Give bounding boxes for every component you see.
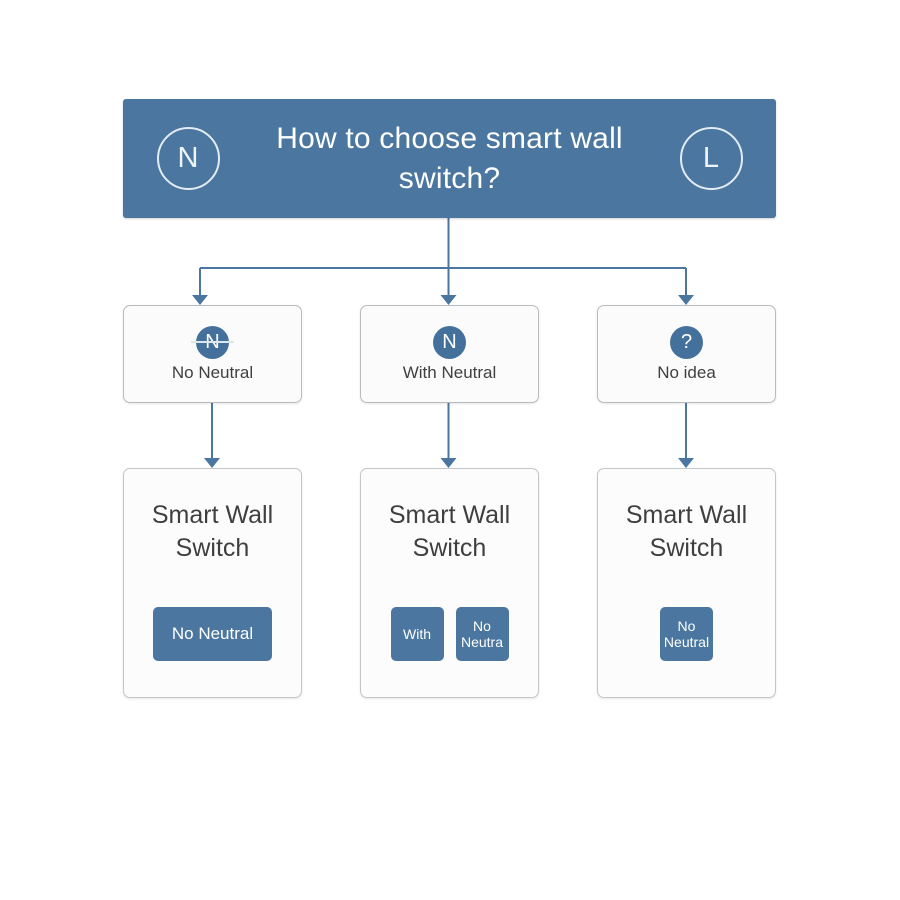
product-card-with-neutral[interactable]: Smart Wall Switch With No Neutra [360, 468, 539, 698]
product-chip-row: With No Neutra [390, 607, 509, 661]
no-neutral-badge-icon: N [191, 325, 234, 359]
option-label-with-neutral: With Neutral [402, 362, 497, 382]
arrowhead-col3-bottom [678, 458, 694, 468]
option-card-with-neutral[interactable]: N With Neutral [360, 305, 539, 403]
option-label-no-idea: No idea [657, 362, 716, 382]
product-title: Smart Wall Switch [625, 501, 748, 562]
option-card-no-neutral[interactable]: N No Neutral [123, 305, 302, 403]
live-wire-ring-icon: L [679, 127, 743, 190]
with-neutral-badge-icon: N [433, 325, 466, 359]
neutral-wire-ring-glyph: N [177, 142, 199, 174]
question-badge-glyph: ? [680, 330, 693, 353]
product-chip-no-neutral[interactable]: No Neutral [153, 607, 272, 661]
product-card-no-neutral[interactable]: Smart Wall Switch No Neutral [123, 468, 302, 698]
product-chip-no-neutral[interactable]: No Neutra [455, 607, 509, 661]
product-title: Smart Wall Switch [388, 501, 511, 562]
with-neutral-badge-glyph: N [442, 330, 457, 353]
option-card-no-idea[interactable]: ? No idea [597, 305, 776, 403]
arrowhead-col1-bottom [204, 458, 220, 468]
product-chip-no-neutral[interactable]: No Neutral [660, 607, 713, 661]
product-chip-row: No Neutral [660, 607, 713, 661]
header-banner: N How to choose smart wall switch? L [123, 99, 776, 218]
arrowhead-right-top [678, 295, 694, 305]
product-card-no-idea[interactable]: Smart Wall Switch No Neutral [597, 468, 776, 698]
page-title: How to choose smart wall switch? [276, 121, 623, 195]
product-chip-row: No Neutral [153, 607, 272, 661]
neutral-wire-ring-icon: N [156, 127, 220, 190]
question-badge-icon: ? [670, 325, 703, 359]
arrowhead-left-top [192, 295, 208, 305]
arrowhead-middle-top [440, 295, 457, 305]
strikethrough-line [191, 341, 234, 343]
product-chip-with[interactable]: With [390, 607, 444, 661]
product-title: Smart Wall Switch [151, 501, 274, 562]
arrowhead-col2-bottom [440, 458, 457, 468]
live-wire-ring-glyph: L [702, 142, 720, 174]
option-label-no-neutral: No Neutral [171, 362, 254, 382]
